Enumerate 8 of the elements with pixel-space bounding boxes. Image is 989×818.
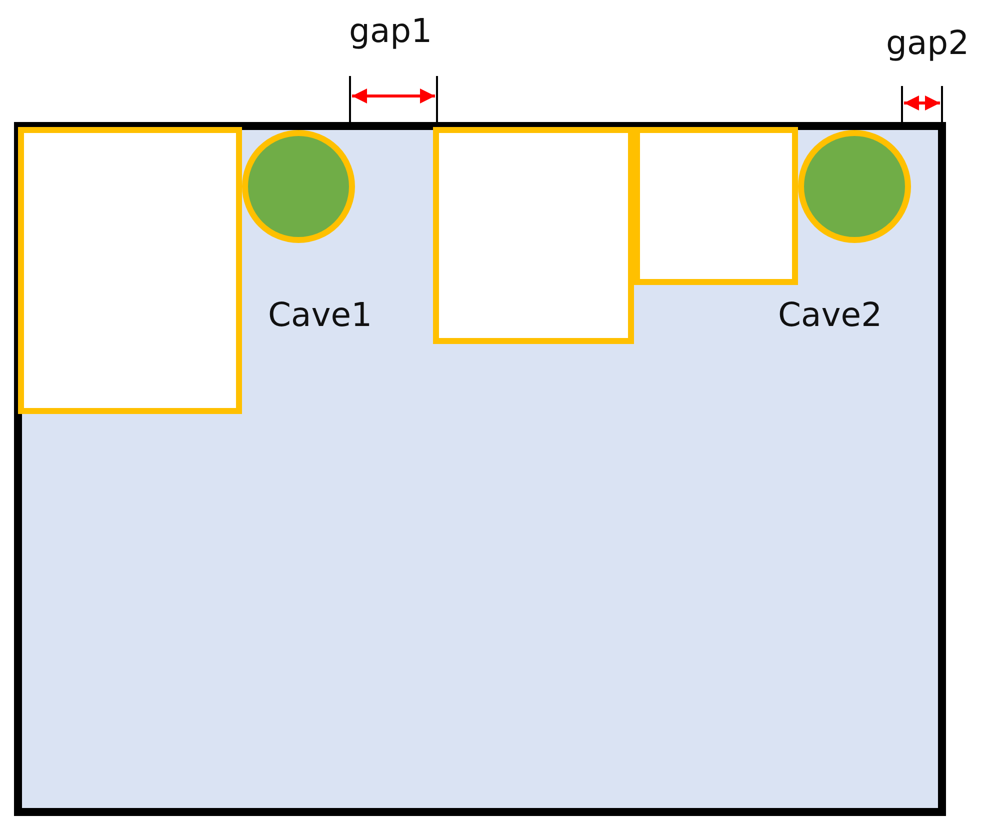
cave-label: Cave1 xyxy=(268,298,372,331)
dimension-label: gap1 xyxy=(349,14,432,47)
cave-label: Cave2 xyxy=(778,298,882,331)
rectangle-shape xyxy=(433,127,634,344)
rectangle-shape xyxy=(634,127,798,285)
dimension-label: gap2 xyxy=(886,26,970,59)
board-outline xyxy=(14,122,946,816)
rectangle-shape xyxy=(18,127,242,414)
